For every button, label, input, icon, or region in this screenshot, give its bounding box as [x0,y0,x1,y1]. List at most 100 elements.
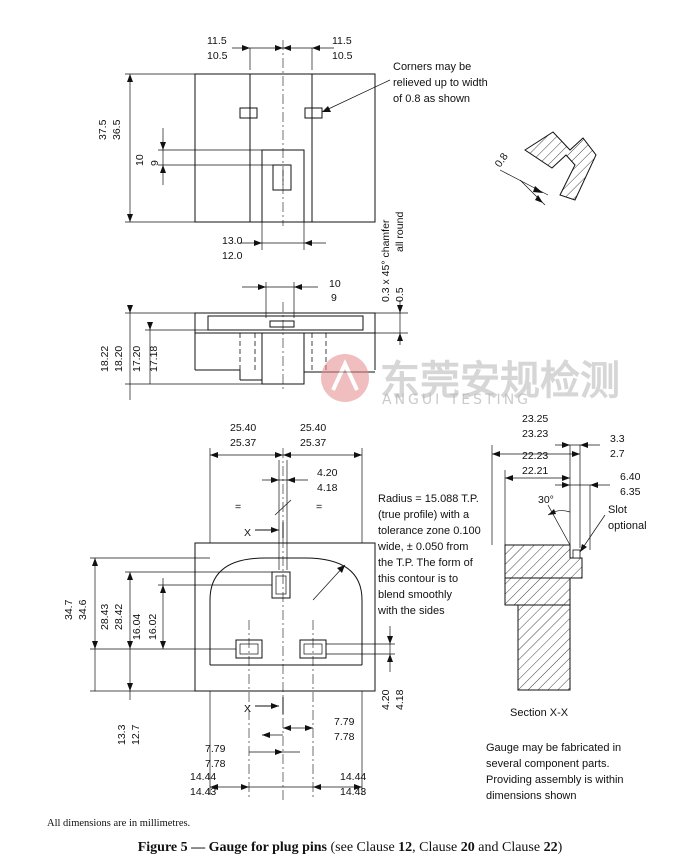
front-dim-w2-lower: 25.37 [300,437,326,449]
corner-note-line-3: of 0.8 as shown [393,93,470,105]
slot-note-line-1: Slot [608,504,627,516]
section-dim-c-upper: 3.3 [610,433,625,445]
front-dim-h2-upper: 16.04 [131,614,143,640]
caption-rest-1: (see Clause [327,840,399,855]
top-view-body [194,73,376,223]
front-dim-w1-lower: 25.37 [230,437,256,449]
svg-text:tolerance zone 0.100: tolerance zone 0.100 [378,525,481,537]
front-radius-contour [209,557,363,665]
caption-clause-20: 20 [460,840,475,855]
front-dim-1444r-upper: 14.44 [340,771,366,783]
front-dim-right-pin-upper: 4.20 [380,689,392,710]
top-dim-slot-upper: 10 [134,154,146,166]
front-dim-pin-upper: 4.20 [317,467,338,479]
svg-text:dimensions shown: dimensions shown [486,790,577,802]
svg-text:(true profile) with a: (true profile) with a [378,509,470,521]
front-dim-1444r-lower: 14.43 [340,786,366,798]
side-dim-h2-lower: 17.18 [148,346,160,372]
svg-text:the T.P. The form of: the T.P. The form of [378,557,474,569]
front-dim-w2-upper: 25.40 [300,422,326,434]
detail-dim: 0.8 [493,151,511,170]
front-dim-h-upper: 28.43 [99,604,111,630]
top-pin-slot [272,164,292,191]
top-dim-height-lower: 36.5 [111,119,123,140]
side-chamfer-line-1: 0.3 x 45° chamfer [380,219,392,302]
figure-caption: Figure 5 — Gauge for plug pins (see Clau… [0,840,700,856]
svg-text:Gauge may be fabricated in: Gauge may be fabricated in [486,742,621,754]
front-view-body [194,542,376,692]
corner-note-line-2: relieved up to width [393,77,488,89]
section-dim-b-lower: 22.21 [522,465,548,477]
radius-note: Radius = 15.088 T.P. (true profile) with… [377,493,481,617]
front-dim-total-upper: 34.7 [63,599,75,620]
svg-text:with the sides: with the sides [377,605,445,617]
svg-text:wide, ± 0.050 from: wide, ± 0.050 from [377,541,468,553]
front-dim-bottom-lower: 12.7 [130,724,142,745]
front-eq-right: = [316,501,322,513]
assembly-note: Gauge may be fabricated in several compo… [486,742,624,802]
watermark-logo [321,354,369,402]
front-section-mark-bottom: X [244,703,251,715]
front-dim-h2-lower: 16.02 [147,614,159,640]
section-angle: 30° [538,494,554,506]
svg-text:blend smoothly: blend smoothly [378,589,452,601]
front-dim-right-pin-lower: 4.18 [394,689,406,710]
top-dim-left-upper: 11.5 [207,35,227,47]
top-dim-bottom-upper: 13.0 [222,235,243,247]
side-view: 10 9 18.22 18.20 17.20 17.18 0.3 x 45° c… [99,212,408,400]
section-body [504,544,583,691]
side-dim-top-lower: 9 [331,292,337,304]
caption-sep-2: and Clause [474,840,544,855]
front-dim-779r-upper: 7.79 [334,716,355,728]
side-chamfer-line-3: all round [394,212,406,252]
side-dim-h1-lower: 18.20 [113,346,125,372]
section-view: 23.25 23.23 22.23 22.21 3.3 2.7 6.40 6.3… [486,413,647,802]
top-dim-bottom-lower: 12.0 [222,250,243,262]
front-eq-left: = [235,501,241,513]
top-pin-recess [261,149,305,223]
footnote: All dimensions are in millimetres. [47,818,191,829]
front-dim-w1-upper: 25.40 [230,422,256,434]
svg-text:several component parts.: several component parts. [486,758,610,770]
section-dim-c-lower: 2.7 [610,448,625,460]
top-dim-right-lower: 10.5 [332,50,353,62]
front-section-mark-top: X [244,527,251,539]
top-dim-slot-lower: 9 [149,160,161,166]
section-dim-a-lower: 23.23 [522,428,548,440]
side-chamfer-line-2: 0.5 [394,287,406,302]
front-view: 25.40 25.37 25.40 25.37 4.20 4.18 = = X … [63,422,481,800]
caption-sep-1: , Clause [412,840,461,855]
svg-text:this contour is to: this contour is to [378,573,458,585]
top-dim-right-upper: 11.5 [332,35,352,47]
front-dim-total-lower: 34.6 [77,599,89,620]
side-dim-top-upper: 10 [329,278,341,290]
section-dim-d-upper: 6.40 [620,471,641,483]
svg-text:Radius = 15.088 T.P.: Radius = 15.088 T.P. [378,493,479,505]
top-dim-left-lower: 10.5 [207,50,228,62]
section-dim-d-lower: 6.35 [620,486,641,498]
corner-detail: 0.8 [493,131,597,206]
front-dim-1444-upper: 14.44 [190,771,216,783]
caption-end: ) [557,840,563,855]
section-dim-a-upper: 23.25 [522,413,548,425]
section-title: Section X-X [510,707,569,719]
side-dim-h2-upper: 17.20 [131,346,143,372]
front-dim-779r-lower: 7.78 [334,731,355,743]
svg-text:Providing assembly is within: Providing assembly is within [486,774,624,786]
side-dim-h1-upper: 18.22 [99,346,111,372]
slot-note-line-2: optional [608,520,647,532]
corner-note-line-1: Corners may be [393,61,471,73]
caption-figure: Figure 5 — Gauge for plug pins [137,840,328,855]
front-dim-h-lower: 28.42 [113,604,125,630]
caption-clause-12: 12 [398,840,413,855]
section-dim-b-upper: 22.23 [522,450,548,462]
front-dim-779-upper: 7.79 [205,743,226,755]
front-dim-bottom-upper: 13.3 [116,724,128,745]
top-dim-height-upper: 37.5 [97,119,109,140]
front-dim-pin-lower: 4.18 [317,482,338,494]
top-slot-right [304,107,323,119]
caption-clause-22: 22 [543,840,558,855]
front-dim-779-lower: 7.78 [205,758,226,770]
top-view: 11.5 10.5 11.5 10.5 37.5 36.5 10 9 13.0 … [97,35,488,262]
